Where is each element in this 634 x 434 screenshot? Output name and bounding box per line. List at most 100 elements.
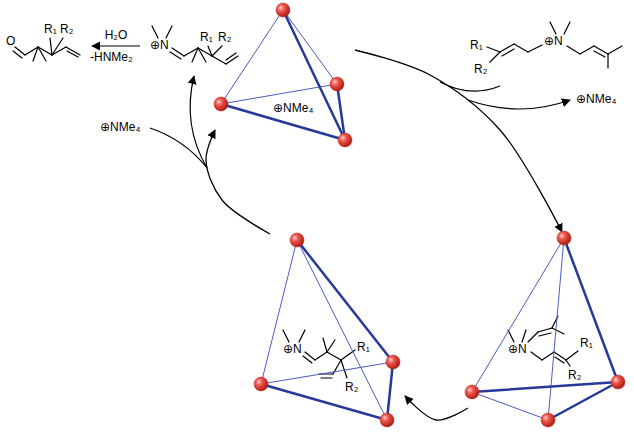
cage-edge — [261, 240, 297, 384]
atom-label: R₂ — [345, 380, 358, 394]
chem-label: ⊕NMe₄ — [100, 120, 140, 134]
substrate-bonds — [607, 54, 608, 68]
metal-vertex — [380, 413, 394, 427]
molecule-bonds — [283, 330, 355, 378]
substrate-bonds — [564, 22, 570, 34]
bond-line — [531, 352, 542, 360]
metal-vertex — [611, 375, 625, 389]
aldehyde-bonds — [13, 38, 80, 61]
metal-vertices — [214, 3, 352, 147]
cage-edge — [297, 240, 387, 420]
bond-line — [528, 332, 538, 342]
metal-vertex — [386, 355, 400, 369]
iminium-bonds — [166, 26, 172, 38]
bond-line — [538, 328, 552, 332]
chem-label: -HNMe₂ — [90, 50, 133, 64]
atom-label: ⊕N — [283, 342, 302, 356]
substrate-bonds — [502, 49, 514, 56]
chem-label: R₂ — [218, 30, 231, 44]
cage-edge — [261, 384, 387, 420]
bond-line — [566, 351, 578, 360]
bond-line — [555, 357, 564, 363]
cage-edge — [548, 238, 564, 420]
bond-line — [321, 377, 332, 378]
cage-edge — [564, 238, 618, 382]
cage-edges — [221, 10, 345, 140]
chem-label: R₁ — [44, 22, 57, 36]
side-arrows — [150, 76, 570, 168]
side-arrows — [190, 76, 207, 168]
bond-line — [327, 352, 341, 360]
cage-node: ⊕NMe₄ — [215, 4, 355, 152]
metal-vertex — [541, 413, 555, 427]
side-arrows — [468, 100, 570, 109]
chem-label: ⊕N — [544, 34, 563, 48]
cage-edges — [261, 240, 393, 420]
aldehyde-bonds — [38, 47, 52, 55]
metal-vertex — [557, 231, 571, 245]
bond-line — [315, 352, 327, 360]
chem-label: R₁ — [200, 30, 213, 44]
cage-edge — [472, 238, 564, 392]
hydrolysis-arrow — [92, 45, 140, 46]
iminium-bonds — [212, 46, 222, 56]
substrate-bonds — [487, 22, 622, 68]
chem-label: R₁ — [470, 38, 483, 52]
iminium-bonds — [152, 26, 158, 38]
bond-line — [341, 360, 347, 378]
iminium-bonds — [226, 56, 238, 64]
cage-edge — [261, 362, 393, 384]
aldehyde-bonds — [50, 38, 52, 55]
bond-line — [303, 356, 312, 363]
metal-vertex — [254, 377, 268, 391]
cage-edge — [472, 382, 618, 392]
aldehyde-bonds — [13, 51, 22, 58]
metal-vertices — [254, 233, 400, 427]
bond-line — [539, 333, 551, 336]
bond-line — [508, 330, 514, 342]
bond-line — [542, 352, 554, 360]
cage-node: ⊕NR₁R₂ — [255, 234, 405, 430]
substrate-bonds — [594, 51, 605, 57]
cage-edge — [221, 10, 283, 104]
cycle-arrow — [355, 50, 562, 232]
cage-edge — [387, 362, 393, 420]
iminium-bonds — [208, 46, 212, 56]
side-arrows — [440, 82, 500, 91]
chem-label: R₂ — [474, 62, 487, 76]
bond-line — [554, 352, 566, 360]
cycle-arrow — [206, 130, 270, 234]
chem-label: ⊕N — [150, 38, 169, 52]
bond-line — [299, 330, 305, 342]
cage-edge — [337, 84, 345, 140]
side-arrows — [150, 128, 207, 168]
substrate-bonds — [487, 47, 500, 52]
iminium-bonds — [212, 56, 226, 64]
iminium-bonds — [170, 52, 181, 59]
atom-label: ⊕NMe₄ — [273, 101, 313, 115]
chem-label: O — [6, 34, 15, 48]
molecule-bonds — [508, 316, 578, 366]
metal-vertices — [465, 231, 625, 427]
iminium-bonds — [192, 48, 198, 62]
substrate-bonds — [567, 46, 580, 54]
atom-label: R₁ — [580, 336, 593, 350]
cycle-arrow — [405, 396, 468, 420]
bond-line — [283, 330, 289, 342]
bond-line — [522, 330, 526, 342]
cage-edge — [283, 10, 337, 84]
substrate-bonds — [490, 52, 500, 62]
bond-line — [327, 340, 335, 352]
chem-label: R₂ — [60, 22, 73, 36]
cage-art — [215, 4, 355, 152]
substrate-bonds — [550, 22, 556, 34]
aldehyde-bonds — [67, 51, 78, 57]
atom-label: ⊕N — [508, 342, 527, 356]
chem-label: ⊕NMe₄ — [576, 92, 616, 106]
chem-label: H₂O — [105, 28, 128, 42]
substrate-bonds — [580, 46, 594, 54]
